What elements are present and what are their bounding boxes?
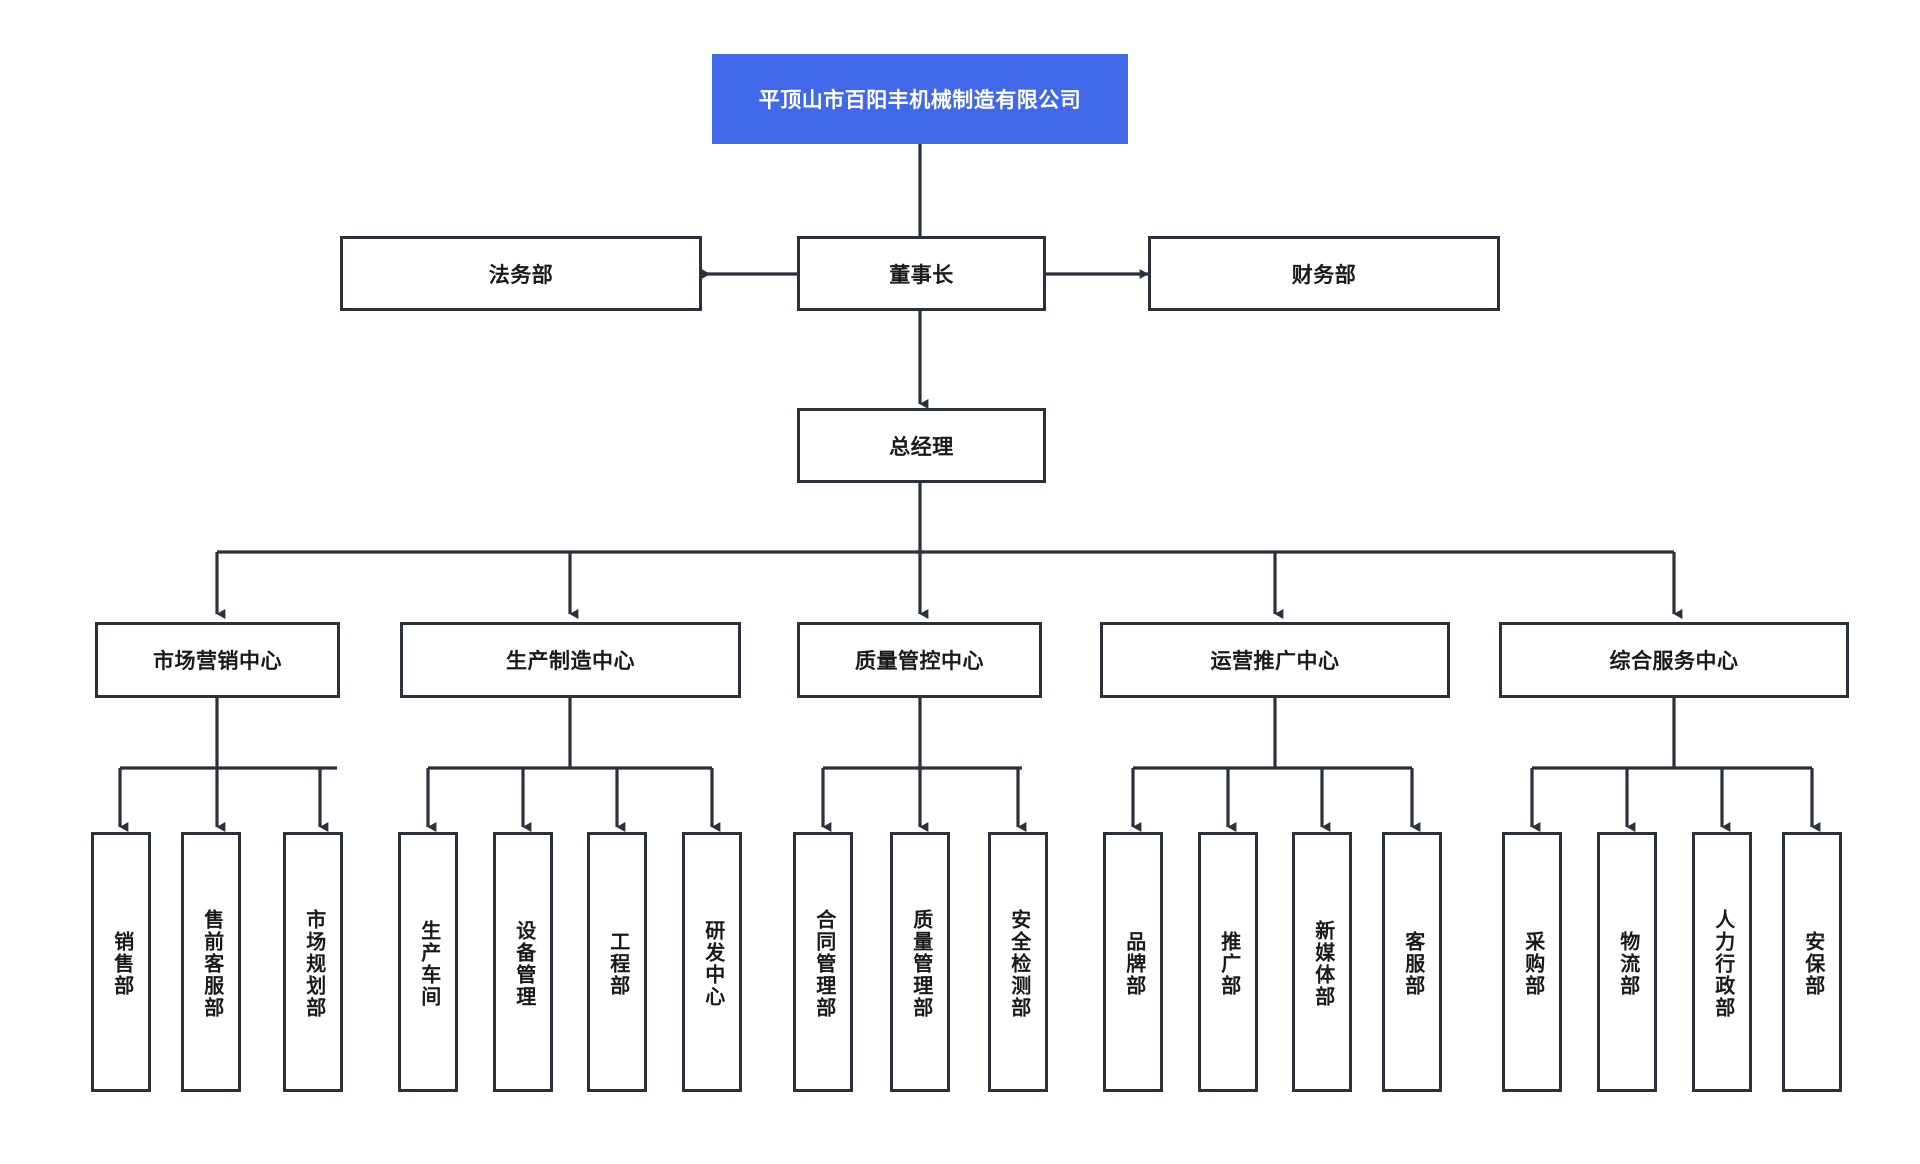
node-center-marketing[interactable]: 市场营销中心 bbox=[95, 622, 340, 698]
node-label: 客服部 bbox=[1401, 931, 1424, 997]
node-label: 运营推广中心 bbox=[1210, 650, 1340, 673]
node-general-manager[interactable]: 总经理 bbox=[797, 408, 1046, 483]
node-dept-safety-inspection[interactable]: 安全检测部 bbox=[988, 832, 1048, 1092]
node-label: 售前客服部 bbox=[200, 909, 223, 1019]
node-legal-department[interactable]: 法务部 bbox=[340, 236, 702, 311]
node-label: 销售部 bbox=[110, 931, 133, 997]
node-dept-quality-management[interactable]: 质量管理部 bbox=[890, 832, 950, 1092]
node-dept-new-media[interactable]: 新媒体部 bbox=[1292, 832, 1352, 1092]
node-dept-security[interactable]: 安保部 bbox=[1782, 832, 1842, 1092]
node-label: 物流部 bbox=[1616, 931, 1639, 997]
node-center-manufacturing[interactable]: 生产制造中心 bbox=[400, 622, 741, 698]
node-label: 合同管理部 bbox=[812, 909, 835, 1019]
node-dept-production-workshop[interactable]: 生产车间 bbox=[398, 832, 458, 1092]
node-label: 生产车间 bbox=[417, 920, 440, 1008]
node-center-service[interactable]: 综合服务中心 bbox=[1499, 622, 1849, 698]
node-label: 安全检测部 bbox=[1007, 909, 1030, 1019]
node-label: 市场营销中心 bbox=[153, 650, 282, 673]
node-label: 财务部 bbox=[1291, 263, 1357, 287]
node-center-quality[interactable]: 质量管控中心 bbox=[797, 622, 1042, 698]
node-finance-department[interactable]: 财务部 bbox=[1148, 236, 1500, 311]
node-chairman[interactable]: 董事长 bbox=[797, 236, 1046, 311]
node-label: 人力行政部 bbox=[1711, 909, 1734, 1019]
node-center-operations[interactable]: 运营推广中心 bbox=[1100, 622, 1450, 698]
node-label: 设备管理 bbox=[512, 920, 535, 1008]
node-label: 董事长 bbox=[889, 263, 954, 287]
node-dept-equipment-management[interactable]: 设备管理 bbox=[493, 832, 553, 1092]
node-label: 质量管控中心 bbox=[855, 650, 984, 673]
node-label: 新媒体部 bbox=[1311, 920, 1334, 1008]
node-label: 推广部 bbox=[1217, 931, 1240, 997]
node-label: 平顶山市百阳丰机械制造有限公司 bbox=[758, 89, 1082, 112]
node-label: 采购部 bbox=[1521, 931, 1544, 997]
node-label: 安保部 bbox=[1801, 931, 1824, 997]
node-dept-sales[interactable]: 销售部 bbox=[91, 832, 151, 1092]
node-dept-contract-management[interactable]: 合同管理部 bbox=[793, 832, 853, 1092]
node-dept-procurement[interactable]: 采购部 bbox=[1502, 832, 1562, 1092]
node-dept-market-planning[interactable]: 市场规划部 bbox=[283, 832, 343, 1092]
node-label: 生产制造中心 bbox=[506, 650, 635, 673]
node-dept-engineering[interactable]: 工程部 bbox=[587, 832, 647, 1092]
node-dept-brand[interactable]: 品牌部 bbox=[1103, 832, 1163, 1092]
node-dept-presales-service[interactable]: 售前客服部 bbox=[181, 832, 241, 1092]
node-dept-logistics[interactable]: 物流部 bbox=[1597, 832, 1657, 1092]
node-label: 质量管理部 bbox=[909, 909, 932, 1019]
node-dept-rnd-center[interactable]: 研发中心 bbox=[682, 832, 742, 1092]
node-label: 品牌部 bbox=[1122, 931, 1145, 997]
node-label: 工程部 bbox=[606, 931, 629, 997]
node-dept-customer-service[interactable]: 客服部 bbox=[1382, 832, 1442, 1092]
node-label: 总经理 bbox=[889, 435, 954, 459]
node-label: 综合服务中心 bbox=[1609, 650, 1739, 673]
node-dept-hr-administration[interactable]: 人力行政部 bbox=[1692, 832, 1752, 1092]
node-label: 市场规划部 bbox=[302, 909, 325, 1019]
node-label: 研发中心 bbox=[701, 920, 724, 1008]
node-dept-promotion[interactable]: 推广部 bbox=[1198, 832, 1258, 1092]
node-label: 法务部 bbox=[488, 263, 554, 287]
node-company-root[interactable]: 平顶山市百阳丰机械制造有限公司 bbox=[712, 54, 1128, 144]
